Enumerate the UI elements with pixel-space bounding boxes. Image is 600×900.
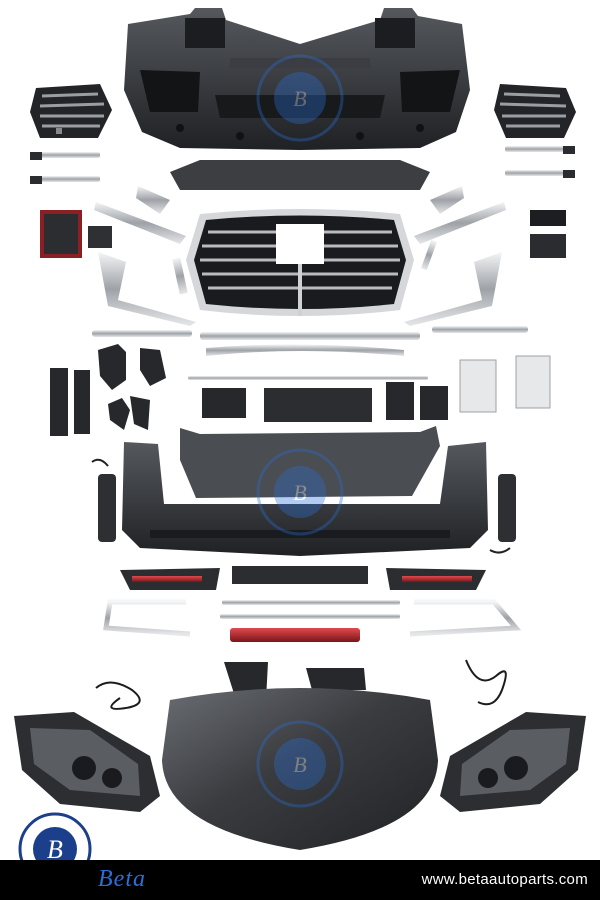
footer-bar: Beta www.betaautoparts.com bbox=[0, 860, 600, 900]
rear-center-chrome-2 bbox=[220, 614, 400, 619]
chrome-trim-upper bbox=[94, 186, 506, 326]
watermark-top: B bbox=[256, 54, 344, 142]
sensor-bracket bbox=[88, 226, 112, 248]
website-url[interactable]: www.betaautoparts.com bbox=[421, 871, 588, 888]
chrome-bars bbox=[92, 326, 528, 380]
rear-center-chrome bbox=[222, 600, 400, 605]
third-brake-lamp bbox=[230, 628, 360, 642]
svg-text:B: B bbox=[293, 86, 306, 111]
bumper-lip bbox=[170, 160, 430, 190]
parts-photo: B B B bbox=[14, 8, 586, 850]
brand-wordmark: Beta bbox=[98, 866, 146, 892]
front-bumper bbox=[124, 8, 470, 150]
watermark-middle: B bbox=[256, 448, 344, 536]
wiring-harness bbox=[95, 659, 507, 710]
rear-chrome-trims bbox=[103, 599, 522, 637]
headlight-left bbox=[14, 712, 160, 812]
watermark-bottom: B bbox=[256, 720, 344, 808]
mounting-brackets bbox=[50, 344, 448, 436]
chrome-strips-left bbox=[30, 152, 100, 184]
rear-reflectors bbox=[120, 566, 486, 590]
grille-inserts-right bbox=[530, 210, 566, 258]
svg-text:B: B bbox=[47, 835, 63, 864]
fog-grille-left bbox=[30, 84, 112, 138]
undertray bbox=[180, 426, 440, 498]
side-lamps bbox=[91, 458, 516, 554]
hardware-bags bbox=[459, 355, 551, 413]
rear-bumper bbox=[122, 442, 488, 556]
hood bbox=[162, 688, 438, 850]
red-reflector-plate bbox=[40, 210, 82, 258]
chrome-strips-right bbox=[505, 146, 575, 178]
main-grille bbox=[186, 209, 414, 316]
fog-grille-right bbox=[494, 84, 576, 138]
svg-text:B: B bbox=[293, 480, 306, 505]
svg-text:B: B bbox=[293, 752, 306, 777]
headlight-right bbox=[440, 712, 586, 812]
